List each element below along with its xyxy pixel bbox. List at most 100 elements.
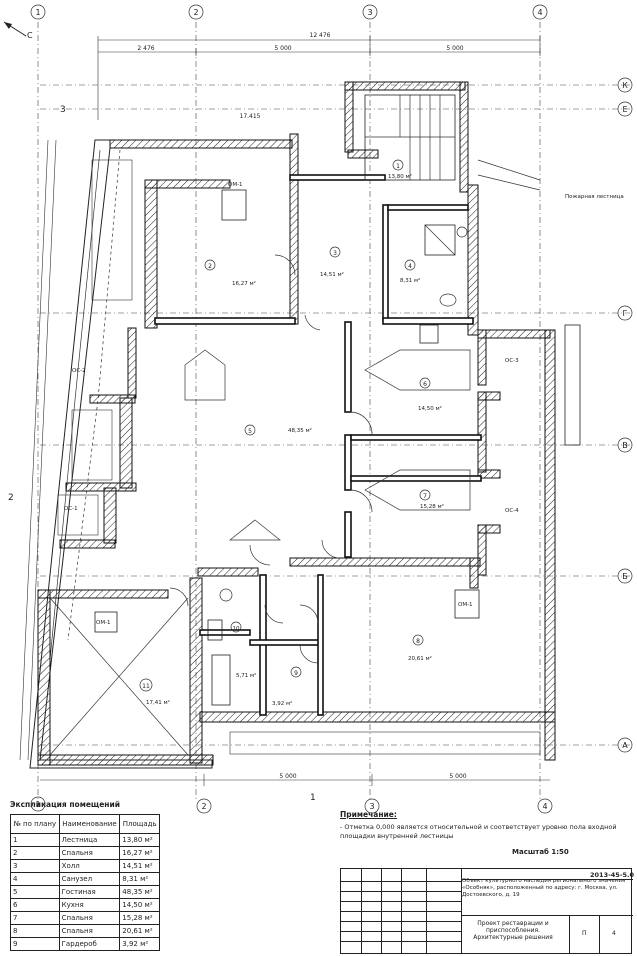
room-label-8: 8 20,61 м² <box>408 634 432 662</box>
table-cell: Спальня <box>58 924 121 938</box>
top-dimensions: 12 476 2 476 5 000 5 000 17.415 <box>97 32 541 120</box>
table-cell: Санузел <box>58 872 121 886</box>
dimension-label: 5 000 <box>274 45 291 52</box>
svg-text:48,35 м²: 48,35 м² <box>288 427 312 434</box>
dimension-label: 5 000 <box>449 773 466 780</box>
section-mark: 2 <box>8 493 14 503</box>
svg-text:14,50 м²: 14,50 м² <box>418 405 442 412</box>
dimension-label: 12 476 <box>310 32 331 39</box>
fire-stair: Пожарная лестница <box>477 159 624 200</box>
axis-label: А <box>622 741 628 750</box>
table-cell: 4 <box>10 872 60 886</box>
axis-label: 4 <box>537 8 542 17</box>
svg-text:15,28 м²: 15,28 м² <box>420 503 444 510</box>
room-label-7: 7 15,28 м² <box>419 489 444 510</box>
element-tags: ОМ-1 ОС-2 ОС-1 ОС-3 ОС-4 ОМ-1 ОМ-1 <box>64 182 519 626</box>
table-cell: 5 <box>10 885 60 899</box>
stamp-sheet: 4 <box>612 930 616 937</box>
tag-label: ОС-4 <box>505 508 519 514</box>
tag-label: ОМ-1 <box>228 182 243 188</box>
axis-label: 2 <box>201 802 206 811</box>
svg-text:6: 6 <box>423 381 427 388</box>
svg-text:14,51 м²: 14,51 м² <box>320 271 344 278</box>
scale-label: Масштаб 1:50 <box>512 848 569 856</box>
axis-bubbles-horizontal: К Е Г В Б А <box>617 77 633 753</box>
axis-label: В <box>622 441 628 450</box>
stamp-description: Объект культурного наследия региональног… <box>462 878 626 898</box>
table-cell: 15,28 м² <box>119 911 160 925</box>
table-cell: 6 <box>10 898 60 912</box>
table-header: Наименование <box>58 814 121 834</box>
stamp-stage: П <box>582 930 587 937</box>
room-label-4: 4 8,31 м² <box>400 259 420 284</box>
axis-label: 3 <box>367 8 372 17</box>
balcony <box>564 324 581 446</box>
axis-label: К <box>622 81 628 90</box>
svg-text:9: 9 <box>294 670 298 677</box>
table-cell: Спальня <box>58 846 121 860</box>
axis-bubble <box>617 77 633 93</box>
bottom-dimensions: 5 000 5 000 <box>40 773 550 786</box>
dimension-label: 2 476 <box>137 45 154 52</box>
bathroom-fixtures <box>207 224 468 706</box>
axis-bubble <box>617 737 633 753</box>
level-mark: 17.415 <box>240 113 261 120</box>
axis-bubble <box>532 4 548 20</box>
stair <box>364 94 456 181</box>
axis-bubble <box>364 798 380 814</box>
table-cell: Кухня <box>58 898 121 912</box>
tag-label: ОМ-1 <box>458 602 473 608</box>
compass-icon: С <box>3 21 33 40</box>
axis-bubble <box>617 101 633 117</box>
table-cell: 20,61 м² <box>119 924 160 938</box>
axis-bubble <box>30 796 46 812</box>
svg-text:8: 8 <box>416 638 420 645</box>
axis-bubble <box>196 798 212 814</box>
room-label-1: 1 13,80 м² <box>388 159 412 180</box>
dimension-label: 5 000 <box>279 773 296 780</box>
tag-label: ОМ-1 <box>96 620 111 626</box>
svg-text:7: 7 <box>423 493 427 500</box>
room-label-3: 3 14,51 м² <box>320 246 344 278</box>
svg-text:8,31 м²: 8,31 м² <box>400 277 420 284</box>
tag-label: ОС-1 <box>64 506 78 512</box>
room-label-5: 5 48,35 м² <box>244 424 312 436</box>
axis-label: 2 <box>193 8 198 17</box>
table-cell: 9 <box>10 937 60 951</box>
fire-stair-label: Пожарная лестница <box>565 194 624 200</box>
table-header-row: № по плану Наименование Площадь <box>10 814 160 834</box>
notes-text: - Отметка 0,000 является относительной и… <box>340 823 617 840</box>
axis-bubble <box>362 4 378 20</box>
svg-text:13,80 м²: 13,80 м² <box>388 173 412 180</box>
section-mark: 1 <box>310 793 316 803</box>
room-label-9: 9 3,92 м² <box>272 666 302 707</box>
axis-label: Б <box>622 572 628 581</box>
svg-text:С: С <box>27 31 33 40</box>
svg-text:20,61 м²: 20,61 м² <box>408 655 432 662</box>
table-cell: 16,27 м² <box>119 846 160 860</box>
axis-label: 4 <box>542 802 547 811</box>
room-labels: 1 13,80 м² 2 16,27 м² 3 14,51 м² 4 8,31 … <box>139 159 444 707</box>
table-cell: 14,50 м² <box>119 898 160 912</box>
axis-bubbles-vertical: 1 2 3 4 1 2 3 4 <box>30 4 553 814</box>
table-header: Площадь <box>119 814 160 834</box>
svg-text:10: 10 <box>233 626 240 632</box>
slope-arrows <box>184 349 471 541</box>
table-cell: 3,92 м² <box>119 937 160 951</box>
table-cell: 1 <box>10 833 60 847</box>
svg-text:11: 11 <box>142 683 150 690</box>
axis-label: 3 <box>369 802 374 811</box>
table-cell: Лестница <box>58 833 121 847</box>
exterior-walls <box>37 81 556 766</box>
table-cell: 3 <box>10 859 60 873</box>
title-block <box>340 868 633 954</box>
axis-grid <box>37 22 630 800</box>
section-mark: 3 <box>60 105 66 115</box>
axis-bubble <box>537 798 553 814</box>
stamp-code: 2013-45-5.0 <box>590 871 635 879</box>
